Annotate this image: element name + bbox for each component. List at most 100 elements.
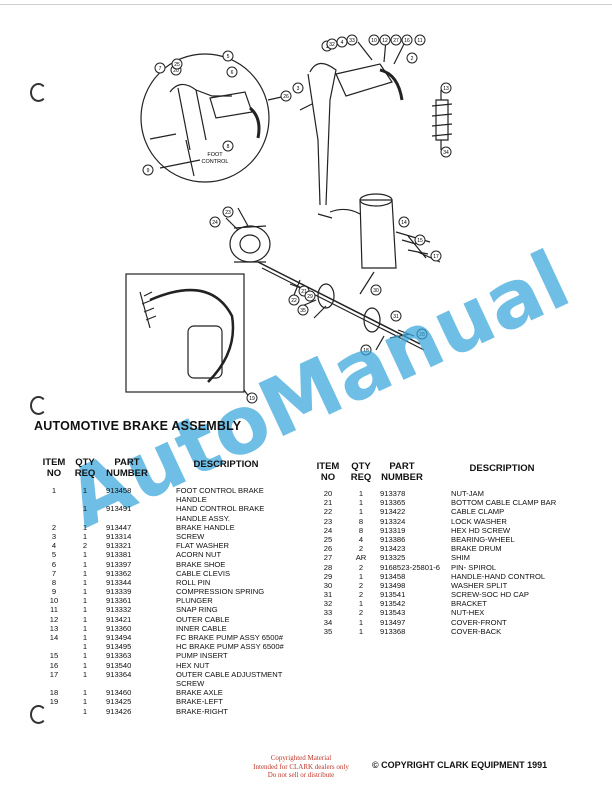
- callout-bubble: 22: [288, 294, 300, 306]
- item-no-cell: 14: [49, 633, 59, 642]
- description-cell: COVER-BACK: [451, 626, 502, 636]
- description-cell: SCREW: [176, 531, 205, 541]
- item-no-cell: 31: [323, 590, 333, 600]
- part-number-cell: 913378: [380, 489, 406, 498]
- description-cell: BRAKE HANDLE: [176, 522, 235, 532]
- part-number-cell: 913363: [106, 651, 132, 661]
- callout-bubble: 34: [440, 146, 452, 158]
- callout-number: 15: [417, 238, 423, 244]
- part-number-cell: 913368: [380, 626, 406, 636]
- part-number-cell: 913540: [106, 660, 132, 670]
- description-cell: HANDLE-HAND CONTROL: [451, 571, 546, 581]
- part-number-cell: 913458: [106, 486, 132, 495]
- callout-number: 27: [393, 38, 399, 44]
- qty-req-cell: 1: [82, 614, 88, 624]
- callout-bubble: 26: [280, 90, 292, 102]
- qty-req-cell: 2: [82, 541, 88, 551]
- qty-req-cell: AR: [355, 553, 367, 563]
- table-row: HANDLE ASSY.: [40, 514, 280, 523]
- qty-req-cell: 1: [82, 633, 88, 642]
- qty-req-cell: 1: [358, 498, 364, 508]
- item-no-cell: 24: [323, 525, 333, 535]
- description-cell: BOTTOM CABLE CLAMP BAR: [451, 498, 557, 508]
- pump-cable-drawing: [317, 208, 361, 219]
- item-no-cell: 35: [323, 626, 333, 636]
- binder-hole-icon: [30, 83, 47, 102]
- callout-number: 25: [174, 62, 180, 68]
- callout-bubble: 25: [171, 58, 183, 70]
- item-no-cell: 11: [50, 605, 58, 615]
- description-cell: PUMP INSERT: [176, 651, 228, 661]
- brake-shoe-inset-box: [125, 273, 245, 393]
- callout-bubble: 12: [379, 34, 391, 46]
- description-cell: BRAKE DRUM: [451, 544, 502, 554]
- qty-req-cell: 1: [82, 531, 88, 541]
- description-cell: CABLE CLAMP: [451, 507, 505, 517]
- description-cell: SNAP RING: [176, 605, 218, 615]
- part-number-cell: 9168523-25801-6: [380, 562, 440, 572]
- callout-number: 18: [363, 348, 369, 354]
- qty-req-cell: 2: [358, 544, 364, 554]
- item-no-cell: 9: [51, 587, 57, 597]
- description-cell: COVER-FRONT: [451, 617, 507, 627]
- part-number-cell: 913381: [106, 550, 132, 560]
- brake-pump-drawing: [359, 199, 397, 269]
- part-number-cell: 913344: [106, 577, 132, 587]
- part-number-cell: 913498: [380, 580, 406, 590]
- description-cell: HANDLE: [176, 495, 207, 505]
- description-cell: CABLE CLEVIS: [176, 568, 231, 578]
- callout-bubble: 24: [209, 216, 221, 228]
- description-cell: WASHER SPLIT: [451, 580, 508, 590]
- callout-number: 33: [349, 38, 355, 44]
- part-number-cell: 913460: [106, 688, 132, 698]
- description-cell: PLUNGER: [176, 596, 213, 606]
- qty-req-cell: 1: [358, 571, 364, 581]
- part-number-cell: 913494: [106, 633, 132, 642]
- item-no-cell: 33: [323, 608, 333, 618]
- item-no-cell: 13: [49, 623, 59, 633]
- brake-drum-hub-drawing: [239, 234, 261, 254]
- item-no-cell: 20: [323, 489, 333, 498]
- description-cell: NUT-JAM: [451, 489, 484, 498]
- cable-section-drawing: [431, 99, 453, 141]
- callout-bubble: 11: [414, 34, 426, 46]
- callout-number: 20: [173, 68, 179, 74]
- description-cell: SCREW: [176, 678, 205, 688]
- description-cell: FOOT CONTROL BRAKE: [176, 486, 264, 495]
- part-number-cell: 913497: [380, 617, 406, 627]
- part-number-cell: 913447: [106, 522, 132, 532]
- part-number-cell: 913365: [380, 498, 406, 508]
- qty-req-cell: 8: [358, 525, 364, 535]
- axle-parts-drawing: [291, 271, 411, 339]
- callout-number: 11: [417, 38, 422, 44]
- callout-number: 32: [329, 42, 335, 48]
- item-no-cell: 5: [51, 550, 57, 560]
- callout-bubble: 9: [142, 164, 154, 176]
- qty-req-cell: 1: [82, 642, 88, 652]
- outer-cable-drawing: [379, 68, 404, 101]
- callout-bubble: 4: [336, 36, 348, 48]
- callout-number: 10: [371, 38, 377, 44]
- part-number-cell: 913491: [106, 504, 132, 514]
- description-cell: HEX NUT: [176, 660, 210, 670]
- qty-req-cell: 1: [82, 596, 88, 606]
- part-number-cell: 913426: [106, 706, 132, 716]
